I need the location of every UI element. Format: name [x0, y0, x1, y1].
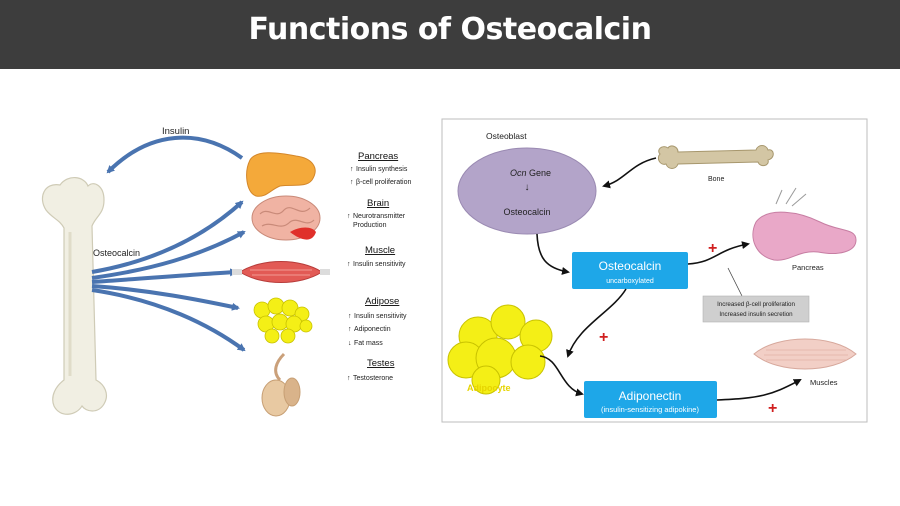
effects-box-line: Increased insulin secretion [719, 311, 793, 318]
adipocyte-illustration [447, 304, 553, 395]
pancreas-label: Pancreas [792, 263, 824, 272]
testes-illustration [261, 352, 301, 417]
bone-illustration [657, 145, 774, 169]
svg-text:Insulin sensitivity: Insulin sensitivity [353, 261, 406, 268]
effect-arrow-icon: ↑ [350, 166, 354, 173]
osteocalcin-box [572, 252, 688, 289]
adiponectin-box-subtitle: (insulin-sensitizing adipokine) [601, 405, 699, 414]
organ-heading: Testes [367, 358, 395, 369]
insulin-arrow [106, 135, 244, 174]
effect-arrow-icon: ↑ [347, 213, 351, 220]
effect-arrow-icon: ↑ [348, 326, 352, 333]
effects-box-line: Increased β-cell proliferation [717, 301, 795, 308]
svg-text:Neurotransmitter: Neurotransmitter [353, 213, 406, 220]
organ-heading: Brain [367, 198, 389, 209]
osteocalcin-label: Osteocalcin [93, 248, 140, 258]
svg-text:Fat mass: Fat mass [354, 340, 383, 347]
adipocyte-to-adiponectin-arrow [539, 355, 584, 397]
svg-text:Insulin synthesis: Insulin synthesis [356, 166, 408, 173]
pancreas-pink-illustration [752, 187, 857, 261]
organ-heading: Pancreas [358, 151, 398, 162]
effect-arrow-icon: ↑ [348, 313, 352, 320]
osteoblast-label: Osteoblast [486, 131, 527, 141]
adiponectin-to-muscles-arrow [716, 379, 802, 401]
organ-heading: Muscle [365, 245, 395, 256]
effect-arrow-icon: ↑ [347, 375, 351, 382]
osteocalcin-to-pancreas-arrow [687, 241, 750, 265]
effects-box [702, 295, 810, 323]
insulin-label: Insulin [162, 126, 189, 137]
muscle-pink-illustration [753, 338, 857, 370]
brain-illustration [251, 195, 321, 241]
osteocalcin-to-adipocyte-arrow [566, 288, 627, 358]
effect-arrow-icon: ↓ [348, 340, 352, 347]
femur-bone-illustration [41, 177, 108, 415]
osteoblast-to-osteocalcin-arrow [536, 233, 570, 275]
svg-text:Insulin sensitivity: Insulin sensitivity [354, 313, 407, 320]
osteocalcin-inner-label: Osteocalcin [503, 207, 550, 217]
adiponectin-box-title: Adiponectin [619, 389, 682, 403]
muscle-illustration [232, 261, 330, 283]
organ-heading: Adipose [365, 296, 399, 307]
osteocalcin-box-subtitle: uncarboxylated [606, 278, 654, 285]
pancreas-illustration [246, 152, 316, 197]
osteocalcin-box-title: Osteocalcin [599, 259, 662, 273]
osteocalcin-arrows [91, 200, 246, 352]
gene-down-arrow: ↓ [525, 182, 530, 193]
plus-sign: + [708, 240, 717, 257]
muscles-label: Muscles [810, 378, 838, 387]
adiponectin-box [584, 381, 717, 418]
osteoblast-ellipse [457, 147, 597, 235]
svg-text:β-cell proliferation: β-cell proliferation [356, 179, 411, 186]
adipocyte-label: Adipocyte [467, 383, 511, 393]
svg-text:Adiponectin: Adiponectin [354, 326, 391, 333]
page-title: Functions of Osteocalcin [248, 12, 652, 47]
plus-sign: + [599, 329, 608, 346]
effect-arrow-icon: ↑ [347, 261, 351, 268]
organ-effects-list: Pancreas ↑ Insulin synthesis ↑ β-cell pr… [347, 151, 411, 382]
adipose-illustration [253, 297, 313, 344]
effects-pointer-line [727, 267, 743, 297]
bone-to-osteoblast-arrow [602, 157, 657, 189]
plus-sign: + [768, 400, 777, 417]
gene-label: Ocn Gene [510, 168, 551, 178]
svg-text:Testosterone: Testosterone [353, 375, 393, 382]
bone-label: Bone [708, 176, 724, 183]
effect-arrow-icon: ↑ [350, 179, 354, 186]
header-bar [0, 0, 900, 69]
svg-text:Production: Production [353, 222, 387, 229]
